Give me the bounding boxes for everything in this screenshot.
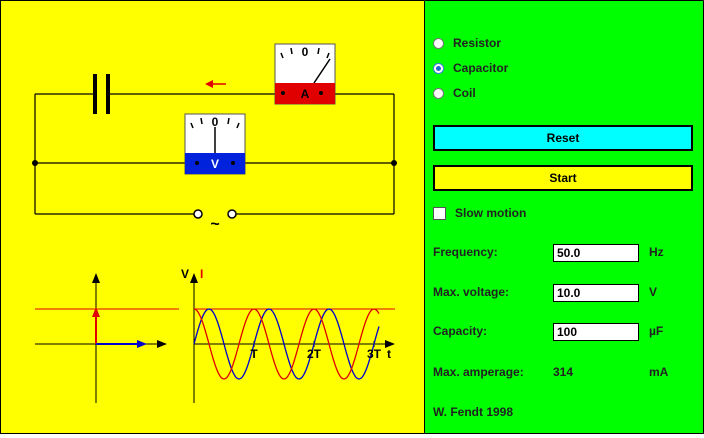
voltmeter-letter: V xyxy=(211,157,219,171)
circuit-wires xyxy=(34,93,395,215)
control-panel: Resistor Capacitor Coil Reset Start Slow… xyxy=(425,0,704,434)
graph-current-label: I xyxy=(200,267,203,281)
voltmeter xyxy=(184,113,246,175)
voltage-label: Max. voltage: xyxy=(433,285,510,299)
capacity-input[interactable] xyxy=(553,323,639,341)
credit-text: W. Fendt 1998 xyxy=(433,405,514,419)
start-button[interactable]: Start xyxy=(433,165,693,191)
ac-terminal-left xyxy=(193,209,203,219)
slow-motion-label: Slow motion xyxy=(455,206,527,220)
frequency-label: Frequency: xyxy=(433,245,498,259)
capacity-label: Capacity: xyxy=(433,324,488,338)
radio-capacitor[interactable]: Capacitor xyxy=(433,59,508,77)
junction-dot-left xyxy=(32,160,38,166)
radio-label: Capacitor xyxy=(453,61,509,75)
voltmeter-zero: 0 xyxy=(212,115,219,129)
slow-motion-toggle[interactable]: Slow motion xyxy=(433,206,526,220)
amperage-label: Max. amperage: xyxy=(433,365,524,379)
radio-label: Coil xyxy=(453,86,476,100)
graph-time-label: t xyxy=(387,347,391,361)
simulation-canvas: 0 A 0 V ~ xyxy=(0,0,425,434)
radio-coil[interactable]: Coil xyxy=(433,84,476,102)
circuit-and-graph: 0 A 0 V ~ xyxy=(32,43,397,403)
radio-button[interactable] xyxy=(433,62,444,74)
amperage-value: 314 xyxy=(553,365,574,379)
ac-terminal-right xyxy=(227,209,237,219)
capacitor-symbol xyxy=(93,74,110,114)
ammeter-letter: A xyxy=(301,87,310,101)
slow-motion-checkbox[interactable] xyxy=(433,206,446,220)
reset-button[interactable]: Reset xyxy=(433,125,693,151)
tick-label-T: T xyxy=(250,347,258,361)
ammeter xyxy=(274,43,336,105)
radio-label: Resistor xyxy=(453,36,502,50)
current-direction-arrow xyxy=(205,80,226,88)
frequency-unit: Hz xyxy=(649,245,664,259)
radio-button[interactable] xyxy=(433,37,444,49)
ammeter-needle xyxy=(313,58,331,84)
tick-label-3T: 3T xyxy=(367,347,382,361)
tick-label-2T: 2T xyxy=(307,347,322,361)
radio-resistor[interactable]: Resistor xyxy=(433,34,501,52)
voltage-unit: V xyxy=(649,285,658,299)
capacity-unit: µF xyxy=(649,324,664,338)
amperage-unit: mA xyxy=(649,365,669,379)
current-wave xyxy=(193,308,380,380)
phasor-diagram xyxy=(35,273,179,403)
graph-voltage-label: V xyxy=(181,267,189,281)
radio-button[interactable] xyxy=(433,87,444,99)
ammeter-zero: 0 xyxy=(302,45,309,59)
frequency-input[interactable] xyxy=(553,244,639,262)
ac-source-symbol: ~ xyxy=(210,216,219,233)
junction-dot-right xyxy=(391,160,397,166)
oscillogram xyxy=(190,273,395,403)
voltage-input[interactable] xyxy=(553,284,639,302)
voltage-wave xyxy=(193,308,380,380)
